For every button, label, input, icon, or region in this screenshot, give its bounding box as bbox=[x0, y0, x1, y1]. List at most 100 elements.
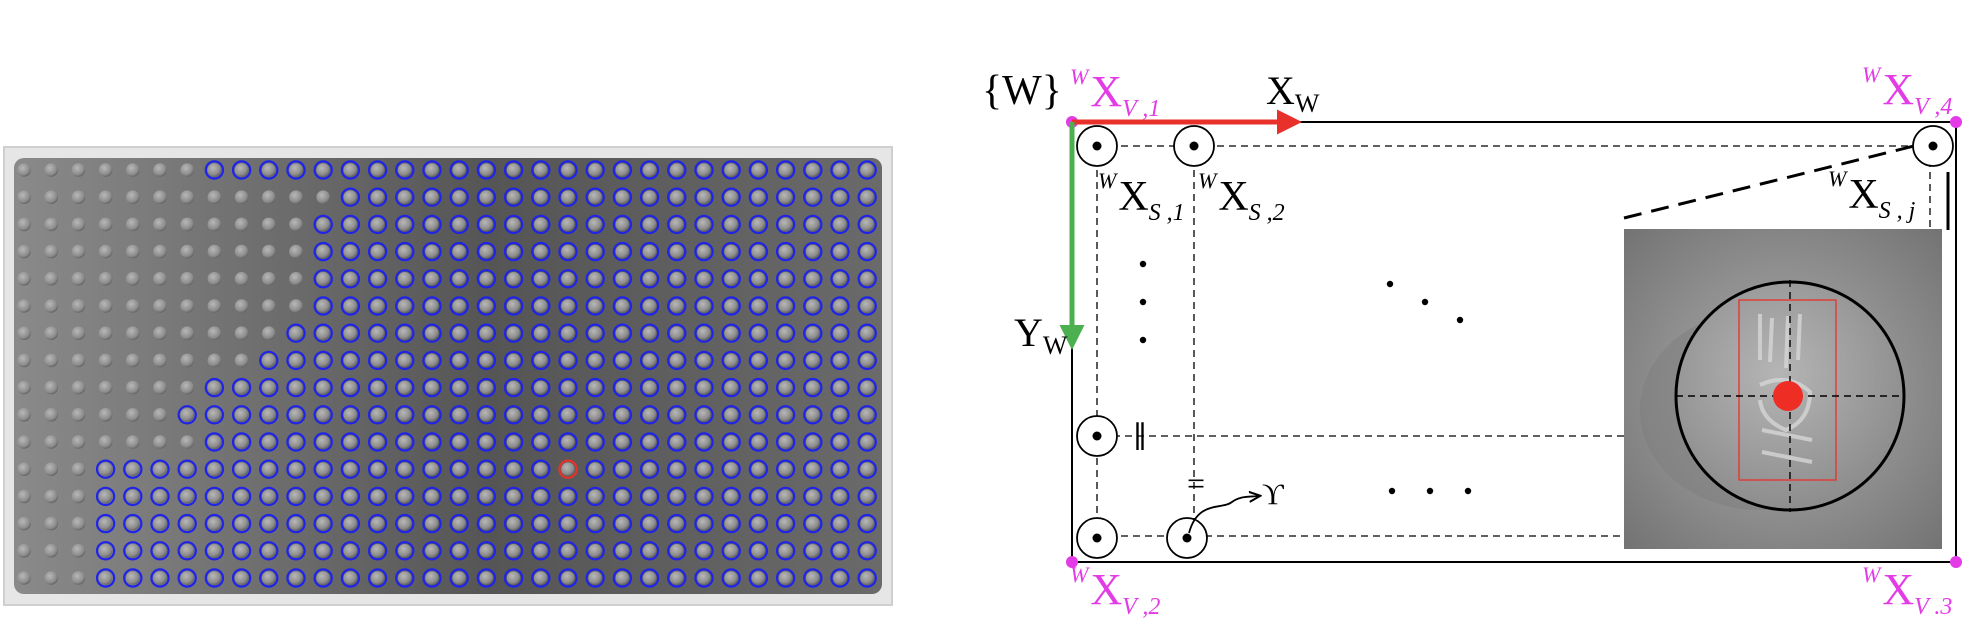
baseplate-stud bbox=[670, 326, 684, 341]
detected-stud-ring bbox=[476, 187, 497, 207]
detected-stud-ring bbox=[531, 541, 551, 561]
baseplate-stud bbox=[126, 408, 140, 422]
detected-stud-ring bbox=[531, 377, 551, 398]
baseplate-stud bbox=[833, 435, 847, 449]
baseplate-stud bbox=[724, 380, 738, 395]
baseplate-stud bbox=[833, 299, 847, 313]
baseplate-stud bbox=[234, 408, 249, 422]
detected-stud-ring bbox=[204, 432, 225, 452]
detected-stud-ring bbox=[775, 568, 796, 588]
detected-stud-ring bbox=[830, 486, 850, 507]
baseplate-stud bbox=[289, 544, 303, 558]
baseplate-stud bbox=[98, 462, 113, 477]
baseplate-stud bbox=[724, 544, 738, 558]
baseplate-stud bbox=[833, 489, 847, 504]
baseplate-stud bbox=[670, 217, 684, 232]
baseplate-stud bbox=[153, 217, 167, 232]
detected-stud-ring bbox=[857, 513, 877, 534]
baseplate-stud bbox=[751, 462, 766, 477]
detected-stud-ring bbox=[803, 214, 823, 235]
detected-stud-ring bbox=[694, 405, 714, 425]
baseplate-stud bbox=[670, 299, 684, 313]
baseplate-stud bbox=[425, 544, 439, 558]
detected-stud-ring bbox=[476, 405, 497, 425]
detected-stud-ring bbox=[503, 296, 524, 316]
baseplate-stud bbox=[262, 272, 276, 286]
baseplate-stud bbox=[642, 516, 657, 531]
baseplate-stud bbox=[724, 462, 738, 477]
detected-stud-ring bbox=[286, 568, 306, 588]
baseplate-stud bbox=[180, 489, 194, 504]
detected-stud-ring bbox=[531, 269, 551, 289]
detected-stud-ring bbox=[803, 432, 823, 452]
baseplate-stud bbox=[262, 571, 276, 585]
baseplate-stud bbox=[479, 462, 494, 477]
detected-stud-ring bbox=[775, 241, 796, 262]
baseplate-stud bbox=[588, 435, 602, 449]
detected-stud-ring bbox=[95, 459, 116, 479]
detected-stud-ring bbox=[503, 323, 524, 343]
baseplate-stud bbox=[153, 190, 167, 204]
detected-stud-ring bbox=[639, 377, 660, 398]
detected-stud-ring bbox=[395, 377, 415, 398]
baseplate-stud bbox=[860, 571, 874, 585]
detected-stud-ring bbox=[313, 541, 333, 561]
baseplate-stud bbox=[724, 299, 738, 313]
detected-stud-ring bbox=[667, 187, 687, 207]
detected-stud-ring bbox=[367, 432, 388, 452]
detected-stud-ring bbox=[803, 568, 823, 588]
detected-stud-ring bbox=[95, 486, 116, 507]
detected-stud-ring bbox=[639, 350, 660, 371]
baseplate-stud bbox=[561, 163, 575, 177]
vertex-v4-dot bbox=[1950, 116, 1962, 128]
detected-stud-ring bbox=[775, 350, 796, 371]
detected-stud-ring bbox=[857, 350, 877, 371]
detected-stud-ring bbox=[177, 568, 197, 588]
baseplate-stud bbox=[343, 353, 358, 368]
detected-stud-ring bbox=[95, 513, 116, 534]
baseplate-stud bbox=[561, 435, 575, 449]
baseplate-stud bbox=[262, 489, 276, 504]
detected-stud-ring bbox=[449, 323, 469, 343]
baseplate-stud bbox=[98, 190, 113, 204]
baseplate-stud bbox=[806, 462, 820, 477]
detected-stud-ring bbox=[803, 459, 823, 479]
parallel-mark: ∥ bbox=[1133, 421, 1147, 454]
baseplate-stud bbox=[806, 217, 820, 232]
detected-stud-ring bbox=[231, 377, 252, 398]
baseplate-stud bbox=[71, 544, 86, 558]
detected-stud-ring bbox=[231, 160, 252, 180]
baseplate-stud bbox=[561, 353, 575, 368]
baseplate-stud bbox=[370, 571, 385, 585]
baseplate-stud bbox=[452, 489, 467, 504]
baseplate-stud bbox=[479, 544, 494, 558]
detected-stud-ring bbox=[639, 214, 660, 235]
detected-stud-ring bbox=[803, 323, 823, 343]
detected-stud-ring bbox=[694, 296, 714, 316]
baseplate-stud bbox=[98, 571, 113, 585]
baseplate-stud bbox=[370, 326, 385, 341]
detected-stud-ring bbox=[95, 541, 116, 561]
detected-stud-ring bbox=[422, 513, 442, 534]
baseplate-stud bbox=[561, 326, 575, 341]
detected-stud-ring bbox=[313, 432, 333, 452]
baseplate-stud bbox=[126, 571, 140, 585]
baseplate-stud bbox=[806, 190, 820, 204]
baseplate-stud bbox=[398, 571, 412, 585]
detected-stud-ring bbox=[476, 459, 497, 479]
baseplate-stud bbox=[751, 190, 766, 204]
detected-stud-ring bbox=[422, 541, 442, 561]
detected-stud-ring bbox=[857, 377, 877, 398]
baseplate-stud bbox=[778, 163, 793, 177]
baseplate-stud bbox=[343, 462, 358, 477]
baseplate-stud bbox=[833, 544, 847, 558]
baseplate-stud bbox=[398, 544, 412, 558]
detected-stud-ring bbox=[422, 405, 442, 425]
detected-stud-ring bbox=[313, 296, 333, 316]
baseplate-stud bbox=[506, 544, 521, 558]
baseplate-stud bbox=[289, 163, 303, 177]
baseplate-stud bbox=[289, 380, 303, 395]
baseplate-stud bbox=[778, 190, 793, 204]
detected-stud-ring bbox=[476, 160, 497, 180]
detected-stud-ring bbox=[503, 405, 524, 425]
